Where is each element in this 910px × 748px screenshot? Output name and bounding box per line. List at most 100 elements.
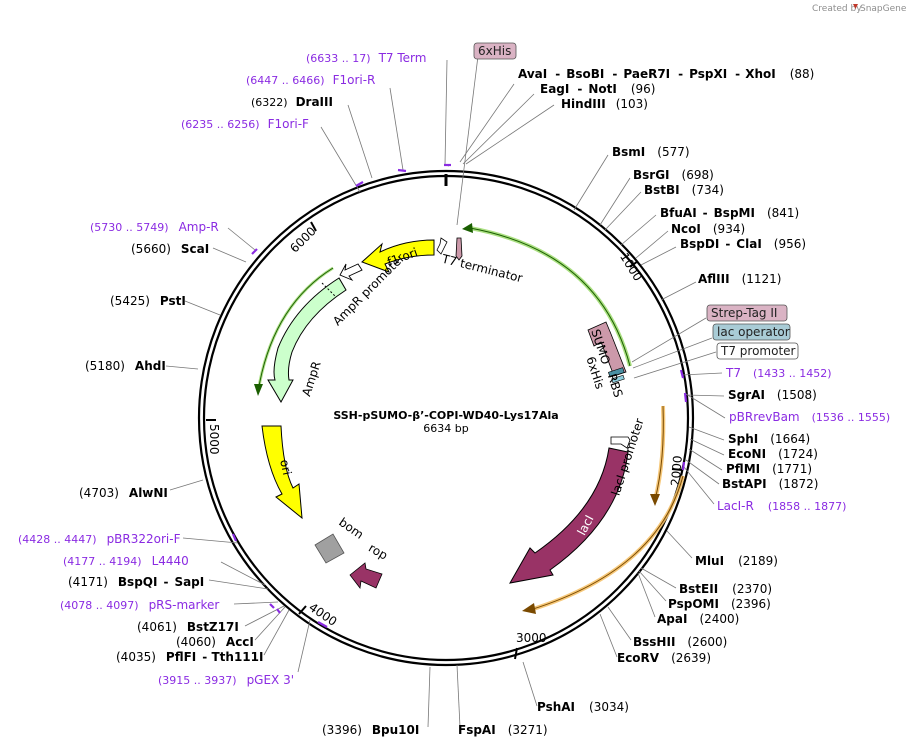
enzyme-bsrgi-pos: (698) <box>682 168 714 182</box>
primer-ampr-name[interactable]: Amp-R <box>179 220 219 234</box>
enzyme-ncoi[interactable]: NcoI <box>671 222 701 236</box>
enzyme-tth111i[interactable]: Tth111I <box>211 650 263 664</box>
enzyme-xhoi[interactable]: XhoI <box>745 67 776 81</box>
enzyme-acci[interactable]: AccI <box>226 635 254 649</box>
enzyme-bspqi[interactable]: BspQI <box>118 575 158 589</box>
enzyme-aflii[interactable]: AflIII <box>698 272 730 286</box>
tick-mark-3000 <box>514 647 518 660</box>
enzyme-paer7i[interactable]: PaeR7I <box>623 67 670 81</box>
his6-box[interactable]: 6xHis <box>473 42 517 60</box>
enzyme-mlui[interactable]: MluI <box>695 554 724 568</box>
primer-pbr322-name[interactable]: pBR322ori-F <box>107 532 181 546</box>
enzyme-bspdi[interactable]: BspDI <box>680 237 719 251</box>
enzyme-sapi[interactable]: SapI <box>174 575 204 589</box>
primer-f1orif-name[interactable]: F1ori-F <box>268 117 309 131</box>
primer-pgex-range: (3915 .. 3937) <box>158 674 237 687</box>
bom-feature <box>314 533 345 564</box>
enzyme-bstbi[interactable]: BstBI <box>644 183 680 197</box>
lac-operator-label: lac operator <box>717 325 790 339</box>
primer-lacir-name[interactable]: LacI-R <box>717 499 754 513</box>
enzyme-scai[interactable]: ScaI <box>181 242 209 256</box>
enzyme-avai[interactable]: AvaI <box>518 67 547 81</box>
svg-text:(4035)PflFI-Tth111I: (4035)PflFI-Tth111I <box>116 650 263 664</box>
svg-text:(4078 .. 4097)pRS-marker: (4078 .. 4097)pRS-marker <box>60 598 219 612</box>
enzyme-fspai-pos: (3271) <box>508 723 548 737</box>
enzyme-bsshii-pos: (2600) <box>687 635 727 649</box>
primer-marks <box>231 163 688 628</box>
enzyme-ahdi[interactable]: AhdI <box>135 359 166 373</box>
enzyme-bsmi-pos: (577) <box>657 145 689 159</box>
svg-text:BstEII(2370): BstEII(2370) <box>679 582 772 596</box>
enzyme-hindiii[interactable]: HindIII <box>561 97 606 111</box>
svg-text:T7(1433 .. 1452): T7(1433 .. 1452) <box>725 366 832 380</box>
enzyme-pspomi-pos: (2396) <box>731 597 771 611</box>
credit-brand: SnapGene <box>860 4 907 14</box>
enzyme-bfuai[interactable]: BfuAI <box>660 206 697 220</box>
small-promoter-arrow-icon <box>436 237 448 255</box>
primer-t7term-name[interactable]: T7 Term <box>378 51 427 65</box>
enzyme-sgrai[interactable]: SgrAI <box>728 388 765 402</box>
enzyme-bsobi[interactable]: BsoBI <box>566 67 604 81</box>
ampr-track-arrowhead-icon <box>254 384 263 396</box>
primer-pbrrev-range: (1536 .. 1555) <box>812 411 891 424</box>
enzyme-eagi[interactable]: EagI <box>540 82 569 96</box>
primer-pgex-name[interactable]: pGEX 3' <box>247 673 294 687</box>
top-track-arrowhead-icon <box>462 223 473 233</box>
svg-text:(5425)PstI: (5425)PstI <box>110 294 186 308</box>
enzyme-fspai[interactable]: FspAI <box>458 723 496 737</box>
enzyme-bstz17i-pos: (4061) <box>137 620 177 634</box>
primer-pbrrev-name[interactable]: pBRrevBam <box>729 410 800 424</box>
enzyme-scai-pos: (5660) <box>131 242 171 256</box>
svg-text:BssHII(2600): BssHII (2600) <box>633 635 727 649</box>
enzyme-bsshii[interactable]: BssHII <box>633 635 675 649</box>
enzyme-econi[interactable]: EcoNI <box>728 447 766 461</box>
enzyme-ahdi-pos: (5180) <box>85 359 125 373</box>
rbs-feature <box>611 374 625 384</box>
strep-tag-box[interactable]: Strep-Tag II <box>706 304 788 322</box>
ori-label: ori <box>277 458 294 476</box>
plasmid-length: 6634 bp <box>423 422 468 435</box>
enzyme-noti[interactable]: NotI <box>588 82 617 96</box>
enzyme-pshai[interactable]: PshAI <box>537 700 575 714</box>
enzyme-bsteii[interactable]: BstEII <box>679 582 718 596</box>
primer-t7-name[interactable]: T7 <box>725 366 741 380</box>
svg-text:ApaI(2400): ApaI(2400) <box>657 612 739 626</box>
enzyme-bstapi[interactable]: BstAPI <box>722 477 767 491</box>
enzyme-pshai-pos: (3034) <box>589 700 629 714</box>
enzyme-bsmi[interactable]: BsmI <box>612 145 645 159</box>
site-draiii-pos: (6322) <box>251 96 288 109</box>
svg-text:(4060)AccI: (4060) AccI <box>176 635 254 649</box>
ampr-feature <box>267 277 347 404</box>
enzyme-acci-pos: (4060) <box>176 635 216 649</box>
svg-text:(6235 .. 6256)F1ori-F: (6235 .. 6256)F1ori-F <box>181 117 309 131</box>
lac-operator-box[interactable]: lac operator <box>712 323 791 341</box>
enzyme-pflfi[interactable]: PflFI <box>166 650 196 664</box>
enzyme-sphi[interactable]: SphI <box>728 432 758 446</box>
enzyme-clai[interactable]: ClaI <box>736 237 761 251</box>
primer-f1orir-name[interactable]: F1ori-R <box>333 73 376 87</box>
primer-prs-name[interactable]: pRS-marker <box>149 598 220 612</box>
enzyme-bsrgi[interactable]: BsrGI <box>633 168 670 182</box>
enzyme-bspmi[interactable]: BspMI <box>714 206 755 220</box>
t7-promoter-box[interactable]: T7 promoter <box>716 342 799 360</box>
primer-l4440-name[interactable]: L4440 <box>152 554 189 568</box>
enzyme-ncoi-pos: (934) <box>713 222 745 236</box>
tick-mark-2000 <box>671 468 683 471</box>
enzyme-bpu10i[interactable]: Bpu10I <box>372 723 419 737</box>
enzyme-apai[interactable]: ApaI <box>657 612 687 626</box>
svg-text:(4061)BstZ17I: (4061) BstZ17I <box>137 620 239 634</box>
enzyme-pspxi[interactable]: PspXI <box>689 67 727 81</box>
enzyme-pflmi[interactable]: PflMI <box>726 462 760 476</box>
enzyme-draiii[interactable]: DraIII <box>296 95 333 109</box>
enzyme-bstz17i[interactable]: BstZ17I <box>187 620 239 634</box>
svg-text:SgrAI(1508): SgrAI(1508) <box>728 388 817 402</box>
his6-box-label: 6xHis <box>478 44 511 58</box>
enzyme-alwni[interactable]: AlwNI <box>129 486 168 500</box>
tick-mark-6000 <box>310 221 317 232</box>
enzyme-ecorv[interactable]: EcoRV <box>617 651 660 665</box>
enzyme-pspomi[interactable]: PspOMI <box>668 597 719 611</box>
enzyme-psti[interactable]: PstI <box>160 294 186 308</box>
leader-lines <box>165 55 726 728</box>
enzyme-ecorv-pos: (2639) <box>671 651 711 665</box>
